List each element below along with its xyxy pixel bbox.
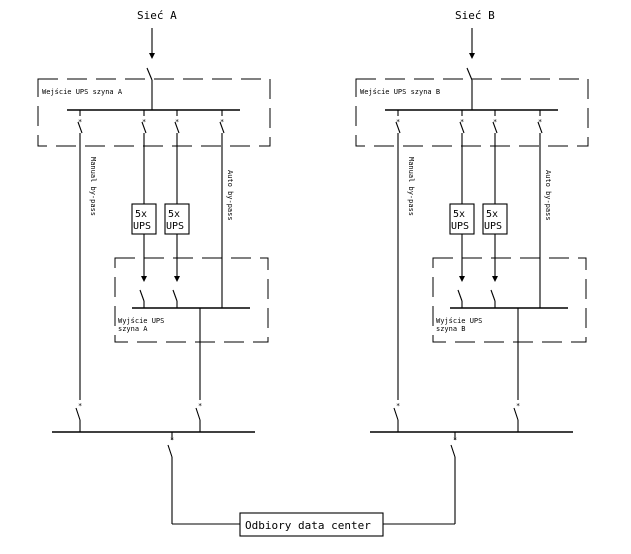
svg-text:*: *	[220, 118, 224, 126]
input-bus-a-label: Wejście UPS szyna A	[42, 88, 123, 96]
svg-text:*: *	[453, 436, 457, 444]
output-enclosure-a	[114, 257, 269, 343]
ups-b1-label: UPS	[451, 221, 469, 232]
load-block: Odbiory data center	[239, 512, 384, 537]
ups-a1-label: UPS	[133, 221, 151, 232]
ups-a2-label: UPS	[166, 221, 184, 232]
auto-bypass-b-label: Auto by-pass	[544, 170, 552, 221]
manual-bypass-b-label: Manual by-pass	[407, 157, 415, 216]
svg-text:*: *	[396, 402, 400, 410]
ups-a2-count: 5x	[168, 209, 180, 220]
ups-b1-count: 5x	[453, 209, 465, 220]
load-box	[239, 512, 384, 537]
input-bus-b-label: Wejście UPS szyna B	[360, 88, 440, 96]
output-bus-a-label-2: szyna A	[118, 325, 148, 333]
input-enclosure-b	[355, 78, 589, 147]
output-bus-b-label-1: Wyjście UPS	[436, 317, 482, 325]
svg-text:*: *	[78, 402, 82, 410]
source-a-breaker	[146, 67, 153, 81]
side-b: Sieć B Wejście UPS szyna B * Manual by-p…	[355, 9, 589, 525]
svg-text:*: *	[493, 118, 497, 126]
source-b-label: Sieć B	[455, 9, 495, 22]
input-enclosure-a	[37, 78, 271, 147]
output-enclosure-b	[432, 257, 587, 343]
load-label: Odbiory data center	[245, 519, 371, 532]
svg-text:*: *	[170, 436, 174, 444]
source-a-label: Sieć A	[137, 9, 177, 22]
svg-text:*: *	[396, 118, 400, 126]
manual-bypass-a-label: Manual by-pass	[89, 157, 97, 216]
source-a-arrow	[149, 53, 155, 59]
source-b-arrow	[469, 53, 475, 59]
ups-b2-count: 5x	[486, 209, 498, 220]
svg-text:*: *	[460, 118, 464, 126]
svg-text:*: *	[175, 118, 179, 126]
output-bus-a-label-1: Wyjście UPS	[118, 317, 164, 325]
ups-b2-label: UPS	[484, 221, 502, 232]
svg-text:*: *	[198, 402, 202, 410]
svg-text:*: *	[78, 118, 82, 126]
svg-text:*: *	[142, 118, 146, 126]
auto-bypass-a-label: Auto by-pass	[226, 170, 234, 221]
ups-a1-count: 5x	[135, 209, 147, 220]
svg-text:*: *	[538, 118, 542, 126]
side-a: Sieć A Wejście UPS szyna A * Manual by-p…	[37, 9, 271, 525]
svg-text:*: *	[516, 402, 520, 410]
source-b-breaker	[466, 67, 473, 81]
output-bus-b-label-2: szyna B	[436, 325, 466, 333]
